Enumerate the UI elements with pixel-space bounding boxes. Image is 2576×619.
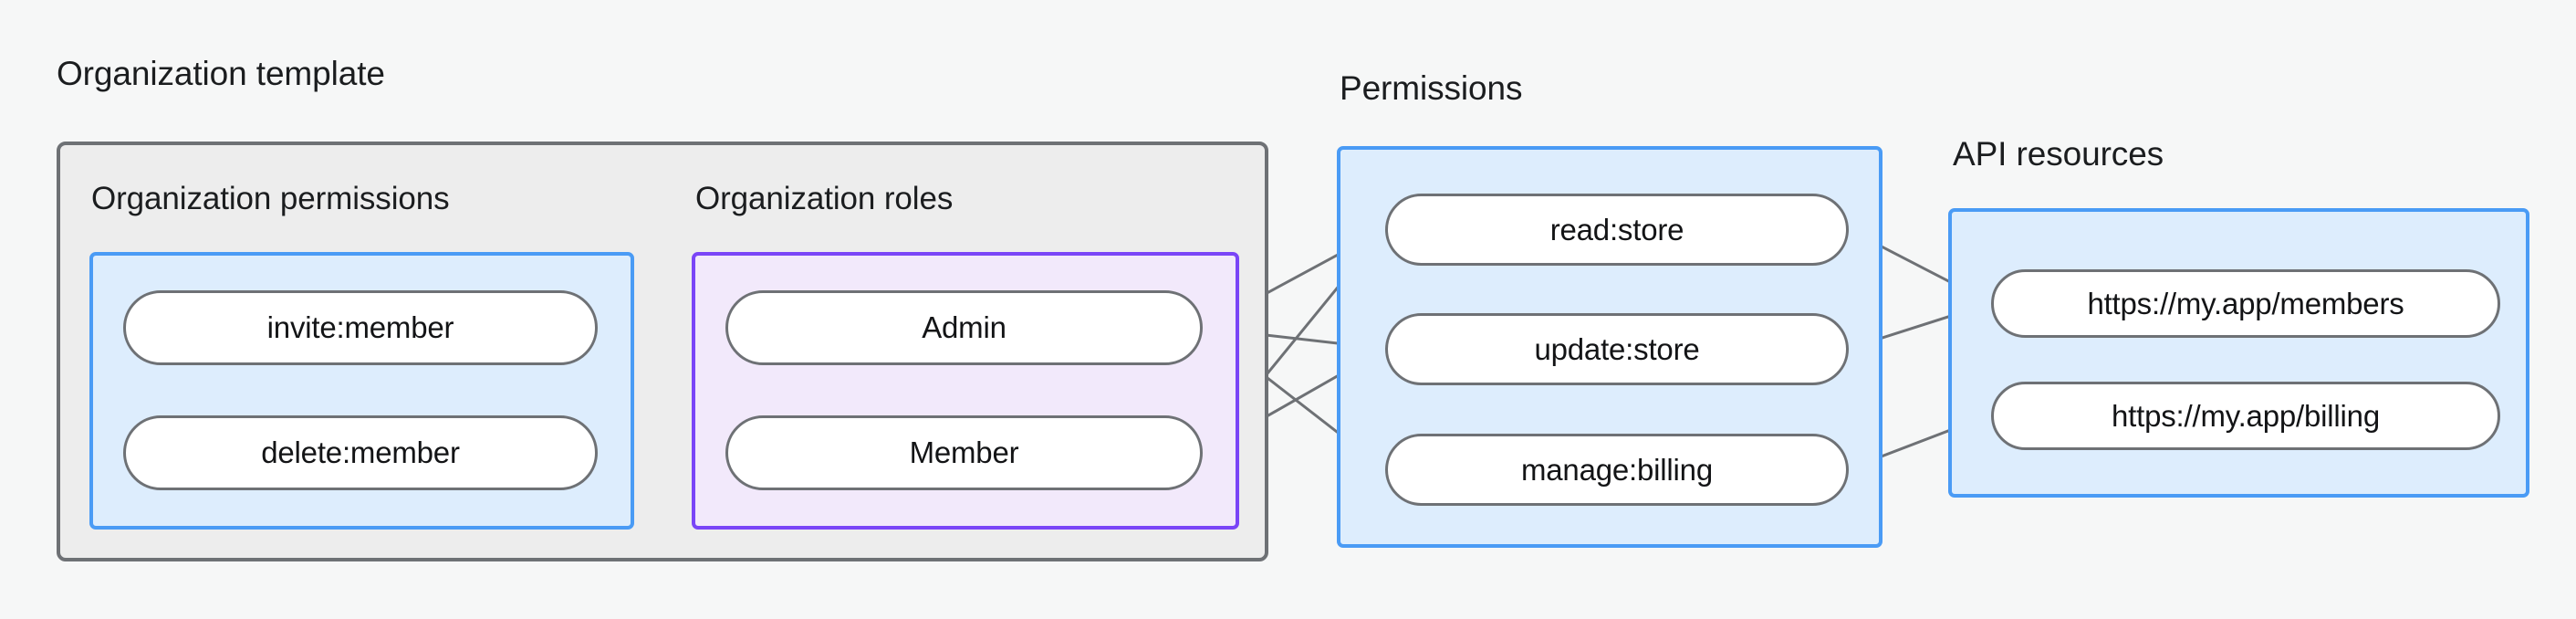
node-member[interactable]: Member xyxy=(725,415,1203,490)
node-delete-member[interactable]: delete:member xyxy=(123,415,598,490)
organization-roles-label: Organization roles xyxy=(695,181,954,216)
node-manage-billing[interactable]: manage:billing xyxy=(1385,434,1849,506)
node-members-url[interactable]: https://my.app/members xyxy=(1991,269,2500,338)
organization-permissions-label: Organization permissions xyxy=(91,181,450,216)
node-billing-url[interactable]: https://my.app/billing xyxy=(1991,382,2500,450)
node-admin[interactable]: Admin xyxy=(725,290,1203,365)
organization-template-label: Organization template xyxy=(57,55,385,92)
api-resources-container xyxy=(1948,208,2529,498)
node-invite-member[interactable]: invite:member xyxy=(123,290,598,365)
api-resources-label: API resources xyxy=(1953,135,2164,173)
node-update-store[interactable]: update:store xyxy=(1385,313,1849,385)
permissions-label: Permissions xyxy=(1340,69,1523,107)
node-read-store[interactable]: read:store xyxy=(1385,194,1849,266)
